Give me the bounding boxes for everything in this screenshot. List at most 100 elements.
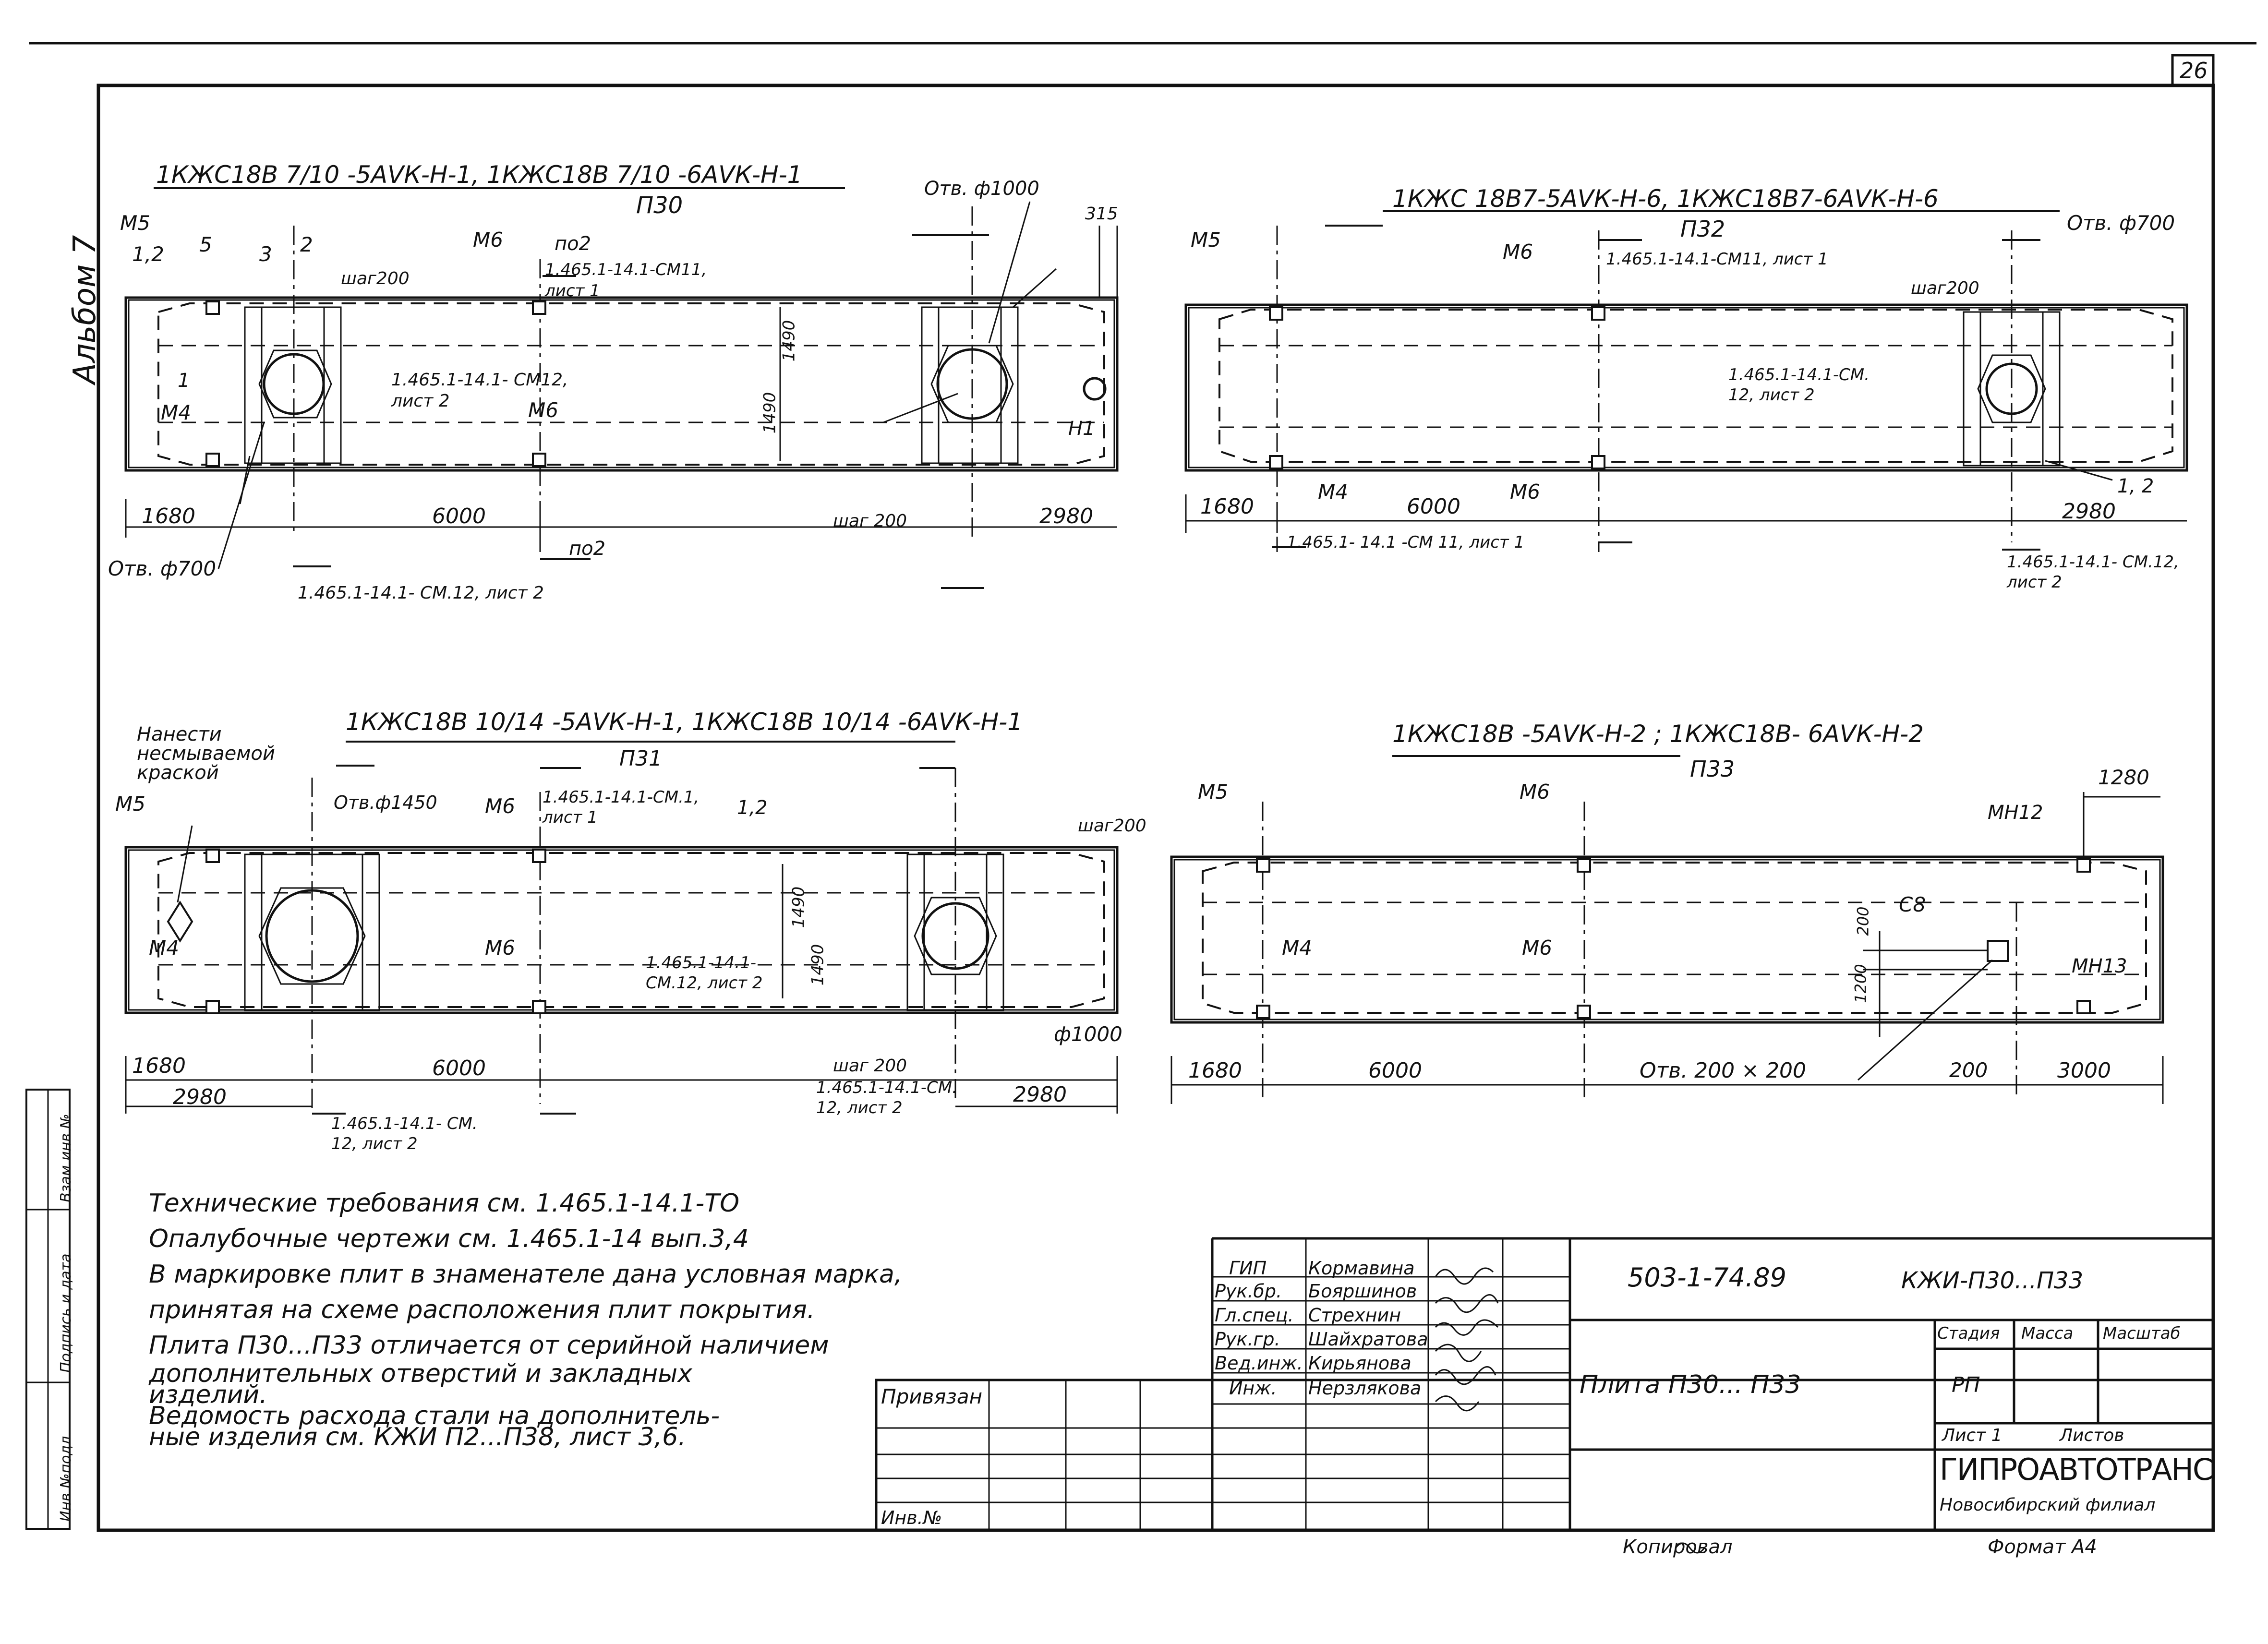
- p32-m5: М5: [1191, 228, 1221, 252]
- p31-dim-2980a: 2980: [173, 1085, 227, 1109]
- p33-dim-200b: 200: [1949, 1058, 1988, 1082]
- p31-ref-d: 1.465.1-14.1-СМ. 12, лист 2: [816, 1078, 957, 1117]
- stamp-name-5: Кирьянова: [1308, 1353, 1411, 1374]
- p33-dim-1200: 1200: [1851, 964, 1870, 1003]
- p32-title: 1КЖС 18В7-5АⅤК-Н-6, 1КЖС18В7-6АⅤК-Н-6: [1392, 185, 1939, 213]
- stamp-role-vedinzh: Вед.инж.: [1215, 1353, 1303, 1374]
- stamp-code: 503-1-74.89: [1628, 1262, 1786, 1293]
- p30-n5: 5: [199, 233, 212, 256]
- p31-ref-c: 1.465.1-14.1- СМ. 12, лист 2: [331, 1114, 478, 1153]
- p32-dim-6000: 6000: [1407, 494, 1460, 519]
- note-line: Опалубочные чертежи см. 1.465.1-14 вып.3…: [149, 1224, 749, 1253]
- p33-dim-3000: 3000: [2057, 1058, 2111, 1083]
- note-line: В маркировке плит в знаменателе дана усл…: [149, 1260, 903, 1289]
- p31-m6b: М6: [485, 936, 515, 960]
- stamp-sheets: Листов: [2060, 1426, 2124, 1445]
- p33-m5: М5: [1198, 780, 1228, 804]
- p33-mn12: МН12: [1988, 802, 2043, 824]
- technical-notes: Технические требования см. 1.465.1-14.1-…: [149, 1186, 1061, 1450]
- p31-paint: Нанести несмываемой краской: [137, 723, 275, 784]
- p30-po2a: по2: [555, 233, 591, 255]
- p30-n3: 3: [259, 242, 272, 266]
- p31-dim-1490b: 1490: [808, 944, 828, 986]
- p30-step-a: шаг200: [341, 269, 410, 288]
- stamp-binding: Привязан: [881, 1385, 983, 1408]
- p30-m6a: М6: [473, 228, 503, 252]
- p33-m6a: М6: [1520, 780, 1550, 804]
- p33-m6b: М6: [1522, 936, 1552, 960]
- side-stamp-inv: Инв.№подл.: [58, 1431, 74, 1522]
- p30-dim-315: 315: [1085, 204, 1118, 224]
- p32-ref-a: 1.465.1-14.1-СМ11, лист 1: [1606, 250, 1828, 269]
- stamp-role-glspec: Гл.спец.: [1215, 1305, 1294, 1326]
- stamp-role-rukgr: Рук.гр.: [1215, 1329, 1280, 1350]
- stamp-scale-header: Масштаб: [2103, 1324, 2181, 1343]
- note-line: изделий.: [149, 1380, 267, 1409]
- p32-subtitle: П32: [1680, 216, 1725, 242]
- p33-m4: М4: [1282, 936, 1312, 960]
- p31-m5: М5: [115, 792, 145, 816]
- p30-ref-c: 1.465.1-14.1- СМ.12, лист 2: [298, 583, 544, 603]
- p30-dim-1490a: 1490: [779, 320, 799, 362]
- p33-c8: С8: [1899, 893, 1926, 916]
- stamp-name-2: Бояршинов: [1308, 1281, 1417, 1302]
- p30-m6b: М6: [528, 398, 558, 422]
- p32-m6a: М6: [1503, 240, 1533, 264]
- p31-dim-2980b: 2980: [1013, 1082, 1067, 1107]
- p32-n12: 1, 2: [2117, 475, 2154, 497]
- side-stamp-sign: Подпись и дата: [58, 1253, 74, 1373]
- p30-dim-6000: 6000: [432, 504, 486, 528]
- stamp-name-6: Нерзлякова: [1308, 1378, 1422, 1399]
- p30-subtitle: П30: [636, 192, 683, 219]
- note-line: Ведомость расхода стали на дополнитель-: [149, 1402, 720, 1430]
- p30-ref-a: 1.465.1-14.1-СМ11, лист 1: [545, 260, 707, 300]
- page-number-box: [2171, 54, 2215, 87]
- p31-subtitle: П31: [619, 746, 663, 771]
- p30-step-b: шаг 200: [833, 511, 907, 531]
- stamp-sheet-code: КЖИ-П30...П33: [1901, 1267, 2084, 1294]
- p30-open-700: Отв. ф700: [108, 557, 217, 580]
- stamp-stage-value: РП: [1952, 1373, 1980, 1397]
- p31-dim-1680: 1680: [132, 1054, 186, 1078]
- stamp-stage-header: Стадия: [1937, 1324, 2000, 1343]
- p31-ref-a: 1.465.1-14.1-СМ.1, лист 1: [543, 788, 700, 827]
- stamp-format: Формат А4: [1988, 1536, 2097, 1558]
- p30-dim-2980: 2980: [1039, 504, 1093, 528]
- p31-open-1000: ф1000: [1054, 1022, 1122, 1046]
- side-stamp-replace: Взам.инв.№: [58, 1114, 74, 1202]
- page-number: 26: [2180, 58, 2208, 84]
- slab-p33-outline: [1170, 855, 2164, 1024]
- p33-mn13: МН13: [2072, 955, 2127, 977]
- slab-p30-outline: [124, 296, 1119, 472]
- note-line: принятая на схеме расположения плит покр…: [149, 1296, 815, 1324]
- stamp-product-name: Плита П30... П33: [1580, 1370, 1801, 1399]
- album-label: Альбом 7: [67, 235, 103, 384]
- stamp-role-rukbr: Рук.бр.: [1215, 1281, 1282, 1302]
- p33-subtitle: П33: [1690, 756, 1735, 782]
- note-line: Технические требования см. 1.465.1-14.1-…: [149, 1189, 739, 1218]
- p30-n2: 2: [300, 233, 313, 256]
- p31-dim-1490a: 1490: [789, 886, 808, 928]
- p31-m6a: М6: [485, 794, 515, 818]
- slab-p31-outline: [124, 846, 1119, 1014]
- stamp-organization: ГИПРОАВТОТРАНС: [1940, 1452, 2213, 1487]
- p32-dim-1680: 1680: [1200, 494, 1254, 519]
- p30-n12: 1,2: [132, 242, 164, 266]
- p31-n12: 1,2: [737, 797, 768, 819]
- stamp-sheet: Лист 1: [1942, 1426, 2003, 1445]
- p31-open-1450: Отв.ф1450: [334, 792, 437, 813]
- p31-step-a: шаг200: [1078, 816, 1146, 836]
- p31-ref-b: 1.465.1-14.1- СМ.12, лист 2: [646, 953, 763, 993]
- stamp-name-3: Стрехнин: [1308, 1305, 1401, 1326]
- p30-m5: М5: [120, 211, 150, 235]
- p33-open: Отв. 200 × 200: [1640, 1058, 1806, 1083]
- stamp-name-1: Кормавина: [1308, 1258, 1415, 1279]
- p32-m6b: М6: [1510, 480, 1540, 504]
- p30-ref-b: 1.465.1-14.1- СМ12, лист 2: [391, 370, 568, 411]
- slab-p32-outline: [1184, 303, 2188, 472]
- p33-dim-200a: 200: [1854, 906, 1872, 936]
- p30-title: 1КЖС18В 7/10 -5АⅤК-Н-1, 1КЖС18В 7/10 -6А…: [156, 161, 803, 189]
- stamp-branch: Новосибирский филиал: [1940, 1495, 2156, 1515]
- stamp-inv: Инв.№: [881, 1507, 942, 1528]
